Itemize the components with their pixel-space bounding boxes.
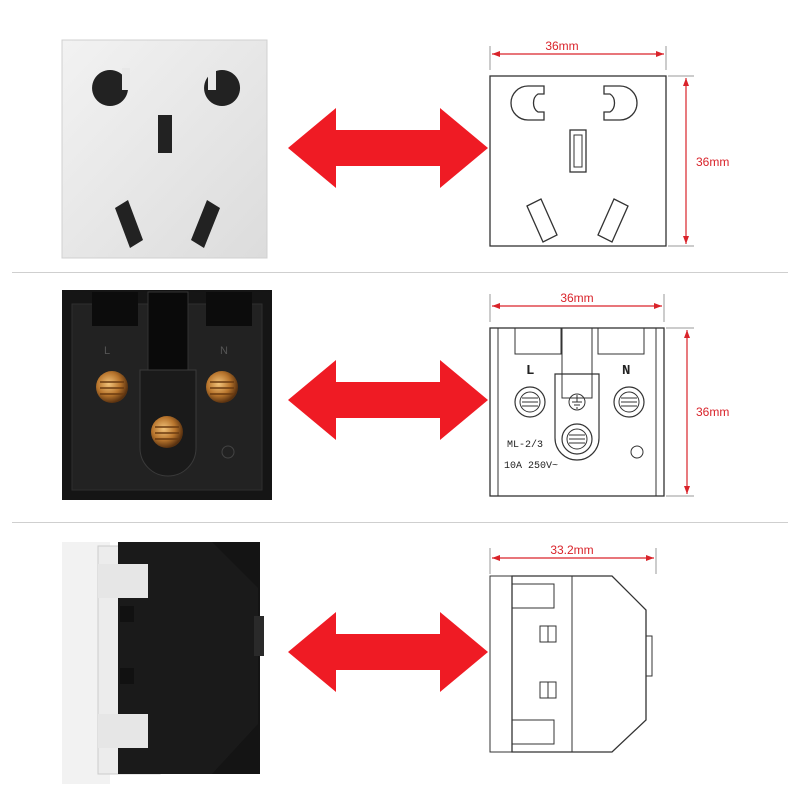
front-height-label: 36mm bbox=[696, 155, 729, 169]
rating-text: 10A 250V~ bbox=[504, 461, 558, 472]
back-drawing bbox=[489, 294, 694, 497]
divider-2 bbox=[12, 522, 788, 523]
back-height-label: 36mm bbox=[696, 405, 729, 419]
terminal-screw-ground bbox=[151, 416, 183, 448]
front-photo bbox=[61, 39, 268, 259]
side-drawing bbox=[489, 548, 657, 753]
pin-hole-bottom-right bbox=[191, 200, 220, 248]
svg-text:L: L bbox=[104, 345, 110, 357]
row-back-view: L N bbox=[0, 274, 800, 520]
front-drawing bbox=[489, 46, 694, 247]
model-text: ML-2/3 bbox=[507, 439, 543, 451]
label-neutral: N bbox=[622, 363, 630, 379]
double-arrow-icon bbox=[288, 360, 488, 440]
double-arrow-icon bbox=[288, 108, 488, 188]
double-arrow-icon bbox=[288, 612, 488, 692]
back-width-label: 36mm bbox=[560, 291, 593, 305]
front-width-label: 36mm bbox=[545, 39, 578, 53]
terminal-screw-left bbox=[96, 371, 128, 403]
svg-text:N: N bbox=[220, 345, 228, 357]
divider-1 bbox=[12, 272, 788, 273]
pin-hole-bottom-left bbox=[115, 200, 143, 248]
side-photo bbox=[62, 542, 264, 784]
back-photo: L N bbox=[62, 290, 272, 500]
pin-hole-center bbox=[158, 115, 172, 153]
label-live: L bbox=[526, 363, 534, 379]
ground-symbol-icon bbox=[568, 393, 586, 411]
side-width-label: 33.2mm bbox=[550, 543, 593, 557]
pin-hole-left bbox=[92, 70, 129, 106]
row-front-view: 36mm 36mm bbox=[0, 0, 800, 270]
row-side-view: 33.2mm bbox=[0, 524, 800, 800]
terminal-screw-right bbox=[206, 371, 238, 403]
